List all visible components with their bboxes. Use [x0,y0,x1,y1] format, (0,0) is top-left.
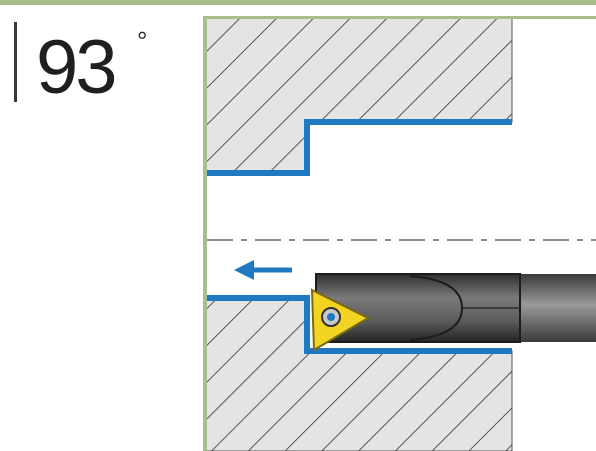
frame-top-line [0,0,596,5]
degree-symbol: ° [137,26,148,56]
arrow-left-icon [234,260,292,280]
triangular-insert-icon [310,288,371,352]
label-divider [14,22,17,102]
boring-bar-shank [520,274,596,342]
finished-surface-lower [205,295,512,354]
frame-inner-top-line [203,16,596,19]
frame-left-line [203,18,207,451]
finished-surface-upper [205,119,512,176]
workpiece-upper-section [204,17,513,174]
approach-angle-value: 93 [36,25,118,110]
